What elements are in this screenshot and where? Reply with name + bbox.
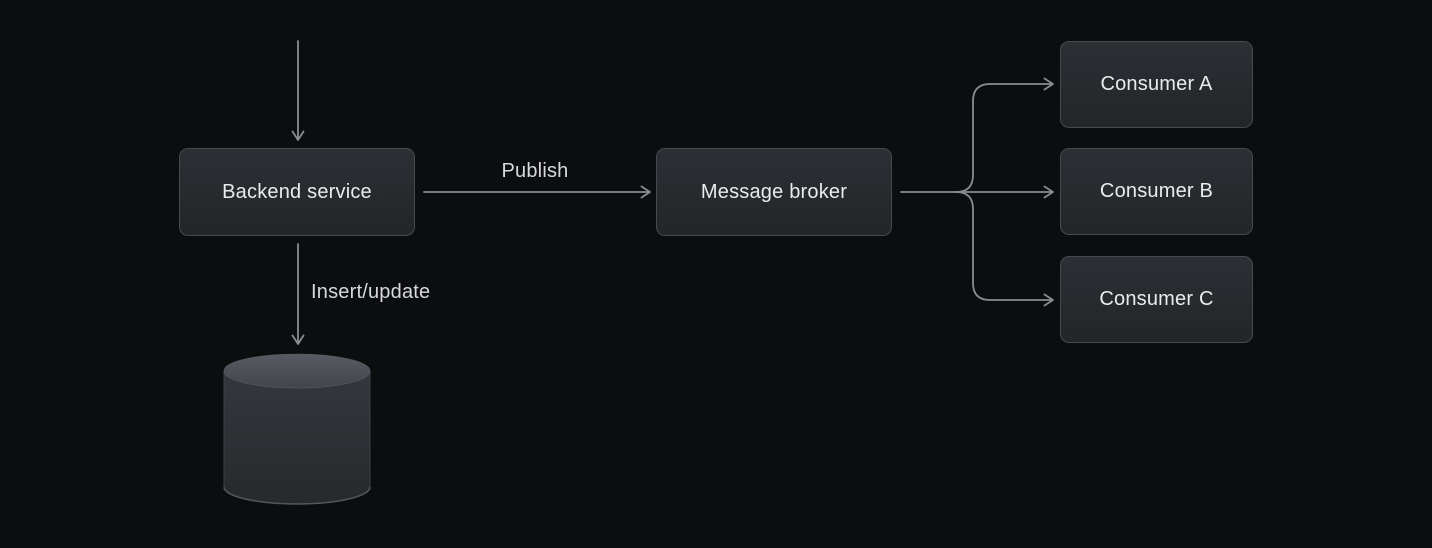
database-cylinder-top: [223, 353, 371, 389]
node-message-broker-label: Message broker: [700, 180, 848, 203]
node-backend-service-label: Backend service: [222, 180, 372, 203]
node-backend-service: Backend service: [179, 148, 415, 236]
arrow-incoming: [291, 40, 305, 141]
edge-label-insert-update: Insert/update: [311, 281, 431, 303]
arrow-broker-to-consumer-a: [955, 77, 1054, 193]
arrow-broker-to-consumer-b: [900, 185, 1054, 199]
node-consumer-a: Consumer A: [1060, 41, 1253, 128]
arrow-publish: [423, 185, 651, 199]
node-consumer-b: Consumer B: [1060, 148, 1253, 235]
database-cylinder-bottom-rim: [223, 486, 371, 505]
database-cylinder-icon: [223, 353, 371, 505]
database-cylinder-body: [223, 370, 371, 505]
node-consumer-a-label: Consumer A: [1100, 73, 1213, 95]
node-message-broker: Message broker: [656, 148, 892, 236]
node-consumer-c: Consumer C: [1060, 256, 1253, 343]
arrow-broker-to-consumer-c: [955, 191, 1054, 307]
node-consumer-b-label: Consumer B: [1099, 180, 1214, 202]
node-consumer-c-label: Consumer C: [1099, 288, 1214, 310]
arrow-insert-update: [291, 243, 305, 345]
edge-label-publish: Publish: [501, 160, 569, 182]
